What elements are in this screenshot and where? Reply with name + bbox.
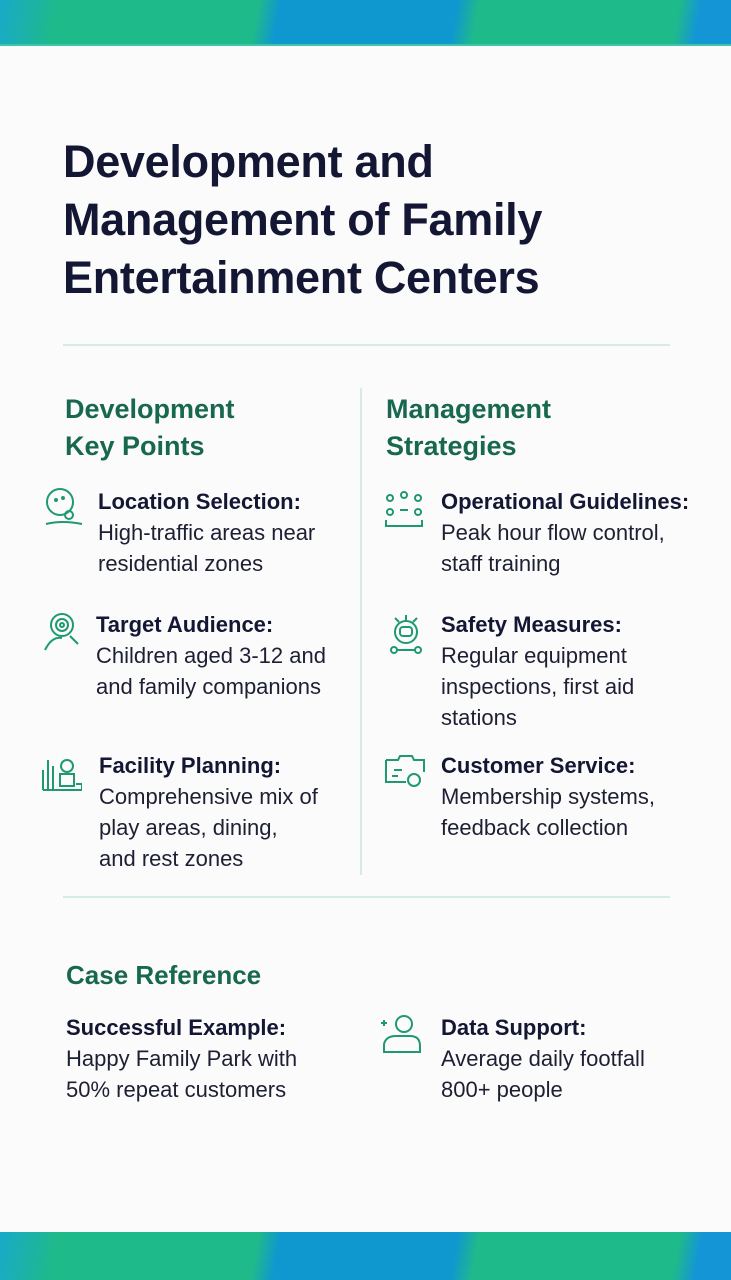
divider — [63, 344, 670, 346]
item-body: inspections, first aid — [441, 674, 635, 699]
location-selection-item: Location Selection: High-traffic areas n… — [98, 486, 368, 579]
item-body: stations — [441, 705, 517, 730]
successful-example-item: Successful Example: Happy Family Park wi… — [66, 1012, 366, 1105]
item-body: Peak hour flow control, — [441, 520, 665, 545]
item-title: Data Support: — [441, 1015, 587, 1040]
item-body: Children aged 3-12 and — [96, 643, 326, 668]
item-body: feedback collection — [441, 815, 629, 840]
service-settings-icon — [384, 752, 426, 794]
item-title: Target Audience: — [96, 612, 274, 637]
case-reference-heading: Case Reference — [66, 960, 262, 990]
heading-line: Development — [65, 394, 235, 424]
item-title: Operational Guidelines: — [441, 489, 690, 514]
title-line: Development and — [63, 136, 434, 187]
page-title: Development and Management of Family Ent… — [63, 133, 542, 307]
title-line: Entertainment Centers — [63, 252, 540, 303]
item-body: Regular equipment — [441, 643, 627, 668]
heading-line: Management — [386, 394, 552, 424]
item-body: play areas, dining, — [99, 815, 278, 840]
item-body: Average daily footfall — [441, 1046, 645, 1071]
item-body: Comprehensive mix of — [99, 784, 318, 809]
heading-line: Strategies — [386, 431, 517, 461]
heading-line: Key Points — [65, 431, 205, 461]
divider — [63, 896, 670, 898]
facility-chart-icon — [40, 752, 83, 794]
item-body: and family companions — [96, 674, 322, 699]
top-decorative-band — [0, 0, 731, 46]
safety-measures-item: Safety Measures: Regular equipment inspe… — [441, 609, 711, 733]
item-body: High-traffic areas near — [98, 520, 316, 545]
item-title: Successful Example: — [66, 1015, 287, 1040]
title-line: Management of Family — [63, 194, 543, 245]
item-title: Location Selection: — [98, 489, 301, 514]
item-body: 50% repeat customers — [66, 1077, 287, 1102]
item-body: 800+ people — [441, 1077, 563, 1102]
item-body: and rest zones — [99, 846, 244, 871]
development-heading: Development Key Points — [65, 391, 235, 465]
customer-service-item: Customer Service: Membership systems, fe… — [441, 750, 711, 843]
safety-robot-icon — [385, 612, 427, 654]
target-audience-item: Target Audience: Children aged 3-12 and … — [96, 609, 366, 702]
bottom-decorative-band — [0, 1232, 731, 1280]
item-body: staff training — [441, 551, 561, 576]
item-body: Membership systems, — [441, 784, 655, 809]
management-heading: Management Strategies — [386, 391, 551, 465]
item-title: Facility Planning: — [99, 753, 282, 778]
item-title: Customer Service: — [441, 753, 636, 778]
item-body: residential zones — [98, 551, 264, 576]
column-divider — [360, 388, 362, 875]
user-data-icon — [380, 1012, 422, 1054]
workflow-icon — [384, 490, 426, 532]
location-person-icon — [42, 486, 84, 528]
audience-search-icon — [42, 610, 84, 652]
data-support-item: Data Support: Average daily footfall 800… — [441, 1012, 711, 1105]
item-body: Happy Family Park with — [66, 1046, 298, 1071]
operational-guidelines-item: Operational Guidelines: Peak hour flow c… — [441, 486, 721, 579]
facility-planning-item: Facility Planning: Comprehensive mix of … — [99, 750, 369, 874]
item-title: Safety Measures: — [441, 612, 622, 637]
